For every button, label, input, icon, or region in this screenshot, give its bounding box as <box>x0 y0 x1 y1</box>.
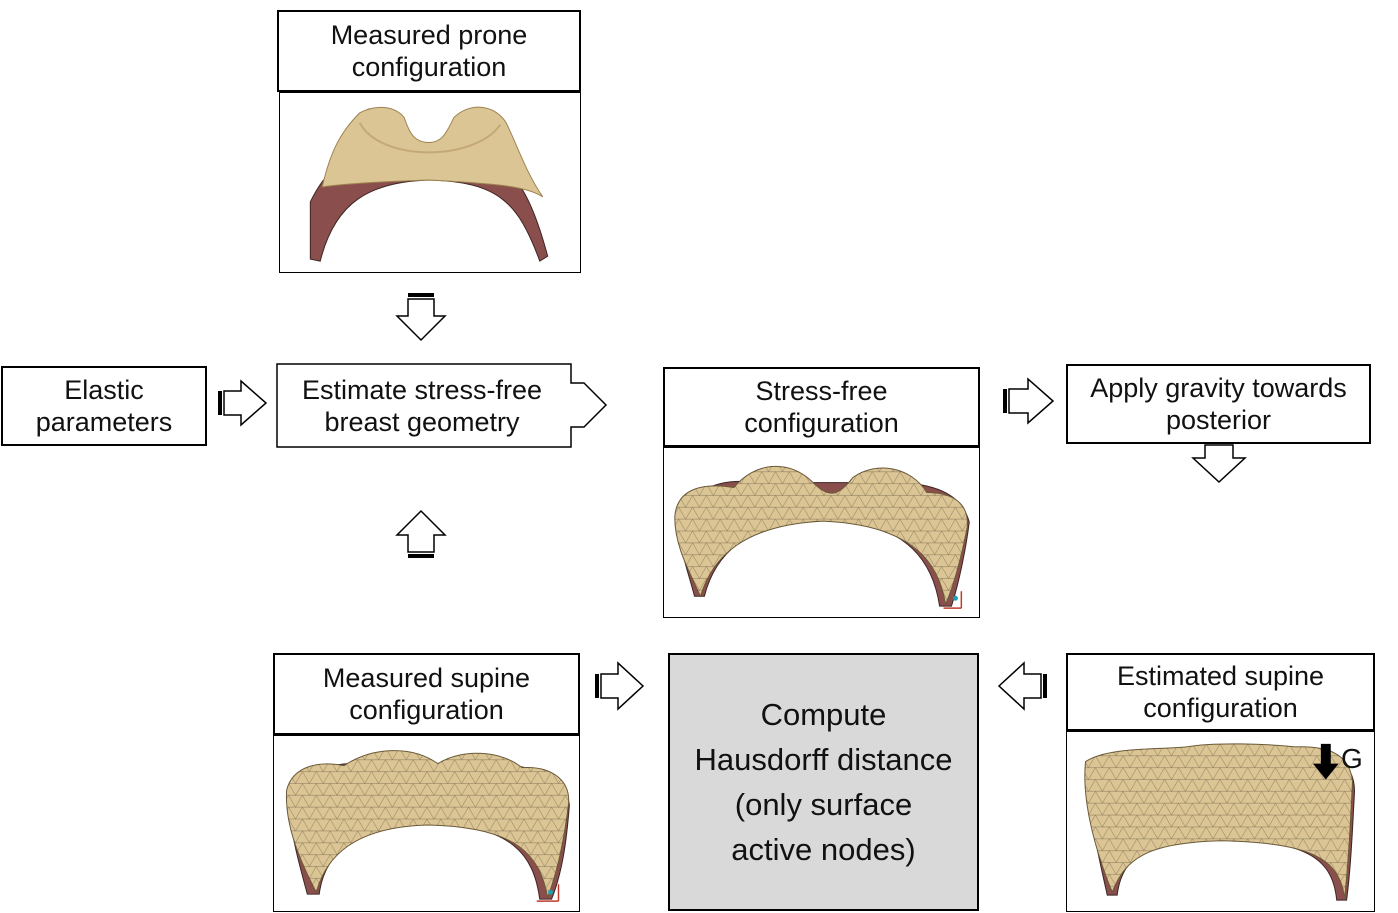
stress-free-label: Stress-free configuration <box>744 376 899 438</box>
gravity-arrow-icon <box>1312 743 1339 780</box>
measured-supine-label: Measured supine configuration <box>322 663 531 725</box>
gravity-label: G <box>1341 743 1363 774</box>
down-arrow-icon <box>1191 444 1247 484</box>
measured-prone-label: Measured prone configuration <box>330 20 528 82</box>
right-arrow-icon <box>1003 377 1055 425</box>
measured-supine-breast-image <box>273 735 580 912</box>
apply-gravity-box: Apply gravity towards posterior <box>1066 364 1371 444</box>
compute-hausdorff-label: Compute Hausdorff distance (only surface… <box>694 697 953 867</box>
measured-prone-box: Measured prone configuration <box>277 10 581 92</box>
estimated-supine-label: Estimated supine configuration <box>1116 661 1325 723</box>
apply-gravity-label: Apply gravity towards posterior <box>1090 373 1347 435</box>
elastic-parameters-box: Elastic parameters <box>1 366 207 446</box>
down-arrow-icon <box>395 293 447 342</box>
right-arrow-icon <box>218 379 268 427</box>
estimate-stress-free-label: Estimate stress-free breast geometry <box>301 375 543 437</box>
estimate-box-shape <box>276 363 608 448</box>
left-arrow-icon <box>997 661 1047 711</box>
prone-breast-image <box>279 92 581 273</box>
stress-free-box: Stress-free configuration <box>663 367 980 447</box>
estimated-supine-breast-image <box>1066 731 1375 912</box>
estimate-stress-free-box: Estimate stress-free breast geometry <box>277 364 567 448</box>
compute-hausdorff-box: Compute Hausdorff distance (only surface… <box>668 653 979 911</box>
measured-supine-box: Measured supine configuration <box>273 653 580 735</box>
stress-free-breast-image <box>663 447 980 618</box>
estimated-supine-box: Estimated supine configuration <box>1066 653 1375 731</box>
elastic-parameters-label: Elastic parameters <box>35 375 173 437</box>
right-arrow-icon <box>595 661 645 711</box>
up-arrow-icon <box>395 509 447 558</box>
